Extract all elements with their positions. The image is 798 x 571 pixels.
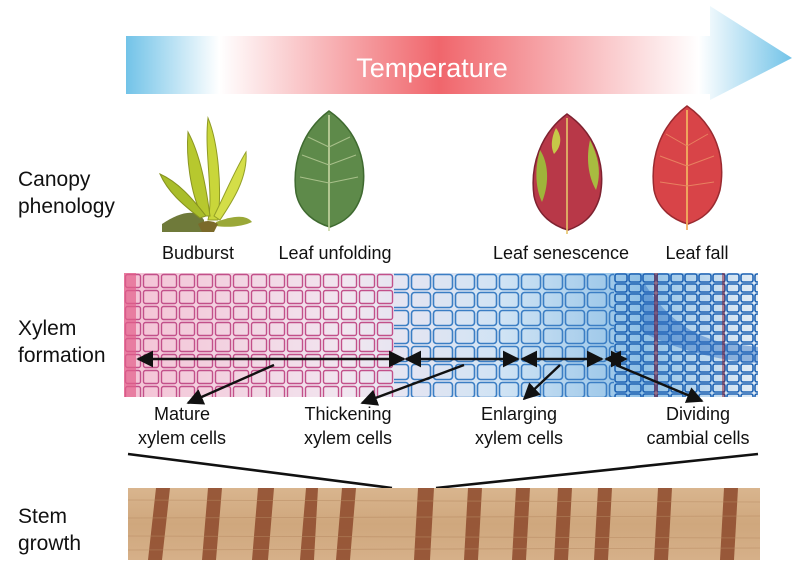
thickening-caption-line2: xylem cells bbox=[303, 428, 392, 448]
xylem-micrograph bbox=[124, 273, 758, 397]
enlarging-xylem-caption: Enlarging xylem cells bbox=[456, 402, 582, 450]
dividing-caption-line2: cambial cells bbox=[646, 428, 750, 448]
green-leaf-icon bbox=[294, 110, 365, 231]
mature-xylem-caption: Mature xylem cells bbox=[118, 402, 246, 450]
bud-icon bbox=[152, 112, 254, 232]
dividing-caption-line1: Dividing bbox=[665, 404, 731, 424]
senescent-leaf-icon bbox=[532, 113, 603, 234]
leaf-unfolding-caption: Leaf unfolding bbox=[278, 243, 392, 263]
zoom-lines bbox=[127, 452, 759, 490]
stem-label-line2: growth bbox=[18, 532, 82, 555]
budburst-caption: Budburst bbox=[161, 243, 235, 263]
xylem-label-line2: formation bbox=[18, 344, 106, 367]
mature-caption-line1: Mature bbox=[153, 404, 211, 424]
thickening-xylem-caption: Thickening xylem cells bbox=[282, 402, 414, 450]
stem-growth-label: Stem growth bbox=[18, 503, 81, 557]
dividing-cambial-caption: Dividing cambial cells bbox=[620, 402, 776, 450]
red-leaf-icon bbox=[652, 105, 723, 230]
canopy-label-line2: phenology bbox=[18, 195, 115, 218]
xylem-zone-arrows bbox=[136, 350, 704, 406]
leaf-fall-caption: Leaf fall bbox=[665, 243, 729, 263]
xylem-formation-label: Xylem formation bbox=[18, 315, 106, 369]
leaf-senescence-caption: Leaf senescence bbox=[492, 243, 630, 263]
enlarging-caption-line2: xylem cells bbox=[474, 428, 563, 448]
temperature-gradient-arrow bbox=[126, 6, 792, 100]
mature-caption-line2: xylem cells bbox=[137, 428, 226, 448]
enlarging-caption-line1: Enlarging bbox=[480, 404, 558, 424]
canopy-phenology-label: Canopy phenology bbox=[18, 166, 115, 220]
xylem-label-line1: Xylem bbox=[18, 317, 77, 340]
stem-label-line1: Stem bbox=[18, 505, 68, 528]
canopy-label-line1: Canopy bbox=[18, 168, 91, 191]
stem-wood-section bbox=[128, 488, 760, 560]
temperature-label: Temperature bbox=[356, 53, 508, 83]
thickening-caption-line1: Thickening bbox=[304, 404, 392, 424]
